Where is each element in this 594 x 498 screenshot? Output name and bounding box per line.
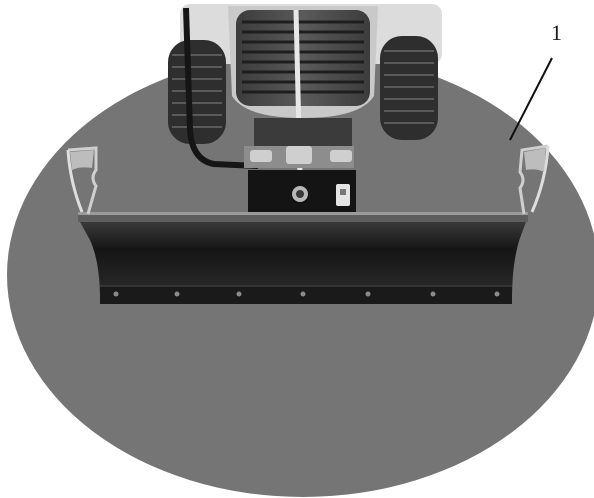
plow-blade — [78, 212, 528, 304]
callout-label: 1 — [551, 20, 562, 45]
left-blade-marker — [66, 146, 98, 215]
lift-lever — [183, 7, 259, 169]
right-blade-marker — [518, 144, 550, 215]
tractor — [168, 4, 442, 214]
callout-leader-line — [509, 57, 553, 141]
